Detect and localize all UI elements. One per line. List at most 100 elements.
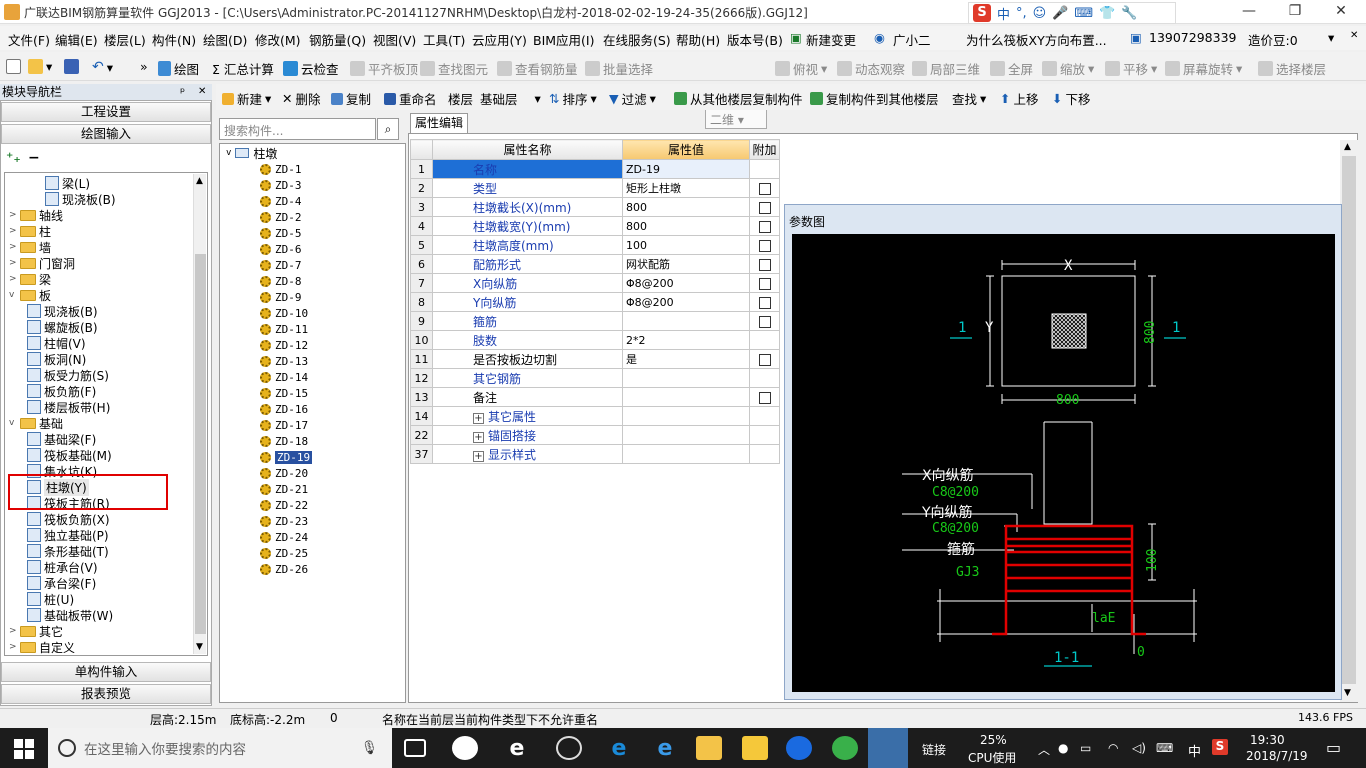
property-value[interactable] (622, 387, 750, 407)
tree-item[interactable]: 桩(U) (27, 591, 74, 607)
glodon-app-icon[interactable] (786, 736, 812, 760)
component-list-item[interactable]: ZD-18 (260, 433, 308, 449)
tree-item[interactable]: 板负筋(F) (27, 383, 96, 399)
cost-beans[interactable]: 造价豆:0 (1248, 33, 1298, 48)
tray-expand-icon[interactable]: ︿ (1038, 743, 1051, 757)
attach-checkbox[interactable] (758, 315, 771, 328)
active-app-icon[interactable] (868, 728, 908, 768)
wifi-icon[interactable]: ◠ (1108, 741, 1119, 755)
attach-checkbox[interactable] (758, 391, 771, 404)
project-settings-button[interactable]: 工程设置 (1, 102, 211, 122)
tree-item[interactable]: >其它 (9, 623, 63, 639)
keyboard-icon[interactable]: ⌨ (1074, 5, 1094, 21)
batch-select-button[interactable]: 批量选择 (585, 59, 653, 78)
attach-checkbox[interactable] (758, 353, 771, 366)
view-rebar-button[interactable]: 查看钢筋量 (497, 59, 578, 78)
more-icon[interactable]: » (140, 59, 148, 74)
tree-scrollbar[interactable]: ▲ ▼ (193, 174, 206, 654)
tree-item[interactable]: >梁 (9, 271, 51, 287)
expand-plus-icon[interactable]: + (473, 450, 484, 462)
attach-checkbox[interactable] (758, 220, 771, 233)
ime-punct[interactable]: °, (1016, 5, 1027, 21)
expand-all-icon[interactable]: ⁺₊ (6, 150, 21, 166)
menu-component[interactable]: 构件(N) (152, 33, 197, 48)
property-value[interactable]: 2*2 (622, 330, 750, 350)
expand-toggle-icon[interactable]: > (9, 210, 17, 220)
property-value[interactable]: 100 (622, 235, 750, 255)
property-row[interactable]: 22+锚固搭接 (410, 425, 780, 445)
component-list-item[interactable]: ZD-1 (260, 161, 302, 177)
app-fan-icon[interactable] (452, 736, 478, 760)
menu-edit[interactable]: 编辑(E) (55, 33, 98, 48)
attach-checkbox[interactable] (758, 201, 771, 214)
keyboard-tray-icon[interactable]: ⌨ (1156, 741, 1174, 755)
tree-item[interactable]: 现浇板(B) (27, 303, 98, 319)
save-icon[interactable] (64, 59, 79, 74)
component-list-item[interactable]: ZD-16 (260, 401, 308, 417)
minimize-button[interactable]: — (1242, 3, 1256, 19)
attach-checkbox[interactable] (758, 296, 771, 309)
component-list-item[interactable]: ZD-2 (260, 209, 302, 225)
file-explorer-icon[interactable] (696, 736, 722, 760)
property-value[interactable] (622, 444, 750, 464)
sort-button[interactable]: ⇅排序▾ (549, 91, 597, 107)
attach-checkbox[interactable] (758, 277, 771, 290)
tree-item[interactable]: 螺旋板(B) (27, 319, 98, 335)
attach-checkbox[interactable] (758, 258, 771, 271)
notes-icon[interactable] (742, 736, 768, 760)
component-list-item[interactable]: ZD-13 (260, 353, 308, 369)
battery-icon[interactable]: ▭ (1080, 741, 1092, 755)
tree-item[interactable]: >轴线 (9, 207, 63, 223)
component-list-item[interactable]: ZD-10 (260, 305, 308, 321)
component-list-item[interactable]: ZD-15 (260, 385, 308, 401)
property-value[interactable]: 800 (622, 216, 750, 236)
expand-plus-icon[interactable]: + (473, 431, 484, 443)
tree-item[interactable]: 板洞(N) (27, 351, 86, 367)
property-value[interactable]: 网状配筋 (622, 254, 750, 274)
property-value[interactable] (622, 406, 750, 426)
menu-tools[interactable]: 工具(T) (423, 33, 466, 48)
search-icon[interactable]: ⌕ (377, 118, 399, 140)
expand-toggle-icon[interactable]: > (9, 226, 17, 236)
pin-icon[interactable]: ᵖ (180, 85, 186, 99)
tray-app-icon[interactable]: ● (1058, 741, 1069, 755)
property-value[interactable] (622, 311, 750, 331)
property-value[interactable]: 是 (622, 349, 750, 369)
single-input-button[interactable]: 单构件输入 (1, 662, 211, 682)
component-list-item[interactable]: ZD-21 (260, 481, 308, 497)
component-search-input[interactable]: 搜索构件... (219, 118, 376, 140)
menu-assistant[interactable]: 广小二 (893, 33, 931, 48)
component-list-item[interactable]: ZD-26 (260, 561, 308, 577)
component-list-item[interactable]: ZD-11 (260, 321, 308, 337)
move-up-button[interactable]: ⬆上移 (1000, 91, 1039, 107)
taskbar-search[interactable]: 在这里输入你要搜索的内容🎙 (48, 728, 392, 768)
mic-icon[interactable]: 🎙 (360, 740, 378, 756)
component-list-item[interactable]: ZD-12 (260, 337, 308, 353)
tree-item[interactable]: 筏板基础(M) (27, 447, 112, 463)
floor-select[interactable]: 基础层▾ (480, 91, 541, 107)
copy-from-floor-button[interactable]: 从其他楼层复制构件 (674, 89, 803, 108)
menu-modify[interactable]: 修改(M) (255, 33, 301, 48)
property-value[interactable]: 800 (622, 197, 750, 217)
menu-help[interactable]: 帮助(H) (676, 33, 721, 48)
property-value[interactable]: ZD-19 (622, 159, 750, 179)
undo-icon[interactable]: ↶▾ (92, 59, 114, 75)
scroll-up-icon[interactable]: ▲ (1344, 142, 1351, 152)
view-mode-select[interactable]: 二维 ▾ (705, 108, 767, 129)
prop-extra-header[interactable]: 附加 (749, 139, 780, 160)
expand-toggle-icon[interactable]: > (9, 626, 17, 636)
sogou-tray-icon[interactable]: S (1212, 739, 1228, 755)
new-component-button[interactable]: 新建▾ (222, 89, 271, 108)
tree-item[interactable]: 现浇板(B) (45, 191, 116, 207)
flat-top-button[interactable]: 平齐板顶 (350, 59, 418, 78)
component-list-item[interactable]: ZD-4 (260, 193, 302, 209)
nav-close-icon[interactable]: ✕ (198, 86, 207, 97)
menu-cloud[interactable]: 云应用(Y) (472, 33, 527, 48)
